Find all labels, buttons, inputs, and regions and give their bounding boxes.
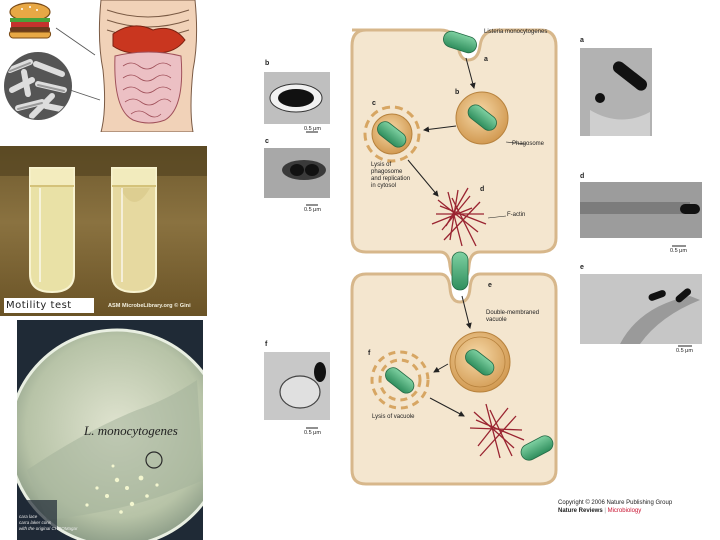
scale-bar-f: 0.5 μm xyxy=(304,430,321,436)
scale-bar-c: 0.5 μm xyxy=(304,207,321,213)
motility-test-label: Motility test xyxy=(4,298,94,313)
plate-note: cara lace carra laker cons with the orig… xyxy=(19,514,99,540)
micrograph-d xyxy=(580,182,702,247)
bacteria-micrograph xyxy=(2,50,72,122)
double-membraned-line: vacuole xyxy=(486,317,507,323)
infection-cycle-figure xyxy=(264,28,702,486)
plate-note-line: carra laker cons xyxy=(19,520,52,525)
micrograph-letter-c: c xyxy=(265,138,269,145)
double-membraned-line: Double-membraned xyxy=(486,310,540,316)
listeria-entry-label: Listeria monocytogenes xyxy=(484,29,548,35)
micrograph-letter-e: e xyxy=(580,264,584,271)
step-letter-a: a xyxy=(484,56,488,63)
micrograph-e xyxy=(580,274,702,347)
bacterium-entering xyxy=(443,30,477,54)
connector-lines xyxy=(0,0,120,120)
micrograph-letter-a: a xyxy=(580,37,584,44)
lysis-replication-line: Lysis of xyxy=(371,162,392,168)
burger-illustration xyxy=(4,2,56,42)
factin-label: F-actin xyxy=(507,212,526,218)
lysis-replication-line: and replication xyxy=(371,176,411,182)
journal-credit: Nature Reviews | Microbiology xyxy=(558,508,641,514)
lysis-vacuole-label: Lysis of vacuole xyxy=(372,414,415,420)
plate-note-line: cara lace xyxy=(19,514,38,519)
journal-separator: | xyxy=(604,508,606,514)
step-letter-c: c xyxy=(372,100,376,107)
micrograph-letter-d: d xyxy=(580,173,585,180)
step-letter-f: f xyxy=(368,350,371,357)
journal-name: Nature Reviews xyxy=(558,508,603,514)
step-letter-b: b xyxy=(455,89,460,96)
plate-note-line: with the original CHROMagar xyxy=(19,526,78,531)
step-letter-d: d xyxy=(480,186,485,193)
micrograph-b xyxy=(264,72,330,133)
plate-species-label: L. monocytogenes xyxy=(84,423,178,438)
scale-bar-d: 0.5 μm xyxy=(670,248,687,254)
step-letter-e: e xyxy=(488,282,492,289)
torso-anatomy-illustration xyxy=(93,0,203,133)
scale-bar-b: 0.5 μm xyxy=(304,126,321,132)
agar-plate-photo xyxy=(7,320,227,540)
phagosome-label: Phagosome xyxy=(512,141,545,147)
lysis-replication-line: phagosome xyxy=(371,169,403,175)
micrograph-f xyxy=(264,352,330,429)
lysis-replication-line: in cytosol xyxy=(371,183,397,189)
micrograph-c xyxy=(264,148,330,206)
micrograph-letter-f: f xyxy=(265,341,268,348)
micrograph-a xyxy=(580,48,652,136)
tube-photo-credit: ASM MicrobeLibrary.org © Gini xyxy=(108,303,191,309)
double-membraned-label: Double-membraned vacuole xyxy=(486,310,539,324)
motility-test-photo xyxy=(0,146,207,316)
lysis-replication-label: Lysis of phagosome and replication in cy… xyxy=(371,162,410,190)
micrograph-letter-b: b xyxy=(265,60,270,67)
journal-section: Microbiology xyxy=(607,508,642,514)
scale-bar-e: 0.5 μm xyxy=(676,348,693,354)
copyright-line: Copyright © 2006 Nature Publishing Group xyxy=(558,500,673,506)
host-cell-upper xyxy=(350,28,558,282)
